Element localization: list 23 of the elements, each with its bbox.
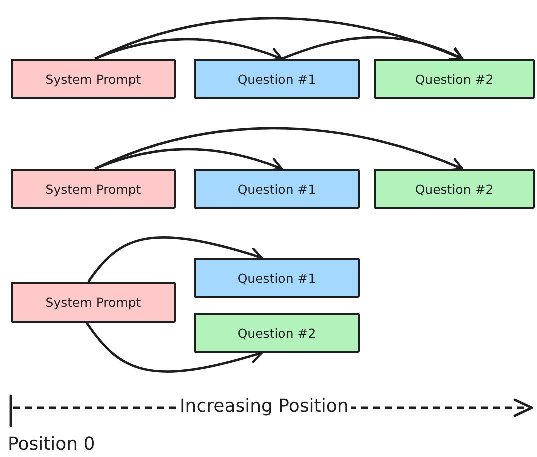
box-label: Question #1: [238, 270, 316, 286]
box-label: System Prompt: [46, 182, 142, 196]
process-box: [11, 282, 176, 323]
axis-label: Increasing Position: [178, 396, 351, 417]
process-box: [11, 59, 176, 99]
box-label: Question #1: [238, 182, 316, 196]
process-box: [194, 59, 360, 99]
process-box: [194, 258, 360, 298]
process-box: [194, 313, 360, 353]
arrow: [282, 36, 464, 61]
process-box: [374, 169, 535, 209]
arrow: [88, 236, 264, 283]
process-box: [194, 169, 360, 209]
box-label: System Prompt: [46, 72, 142, 86]
arrow: [86, 322, 264, 373]
arrow: [94, 127, 464, 172]
box-label: System Prompt: [46, 295, 142, 310]
box-label: Question #2: [415, 72, 494, 86]
box-label: Question #2: [238, 326, 316, 340]
box-label: Question #1: [238, 72, 316, 86]
process-box: [374, 59, 535, 99]
box-label: Question #2: [415, 182, 494, 196]
process-box: [11, 169, 176, 209]
